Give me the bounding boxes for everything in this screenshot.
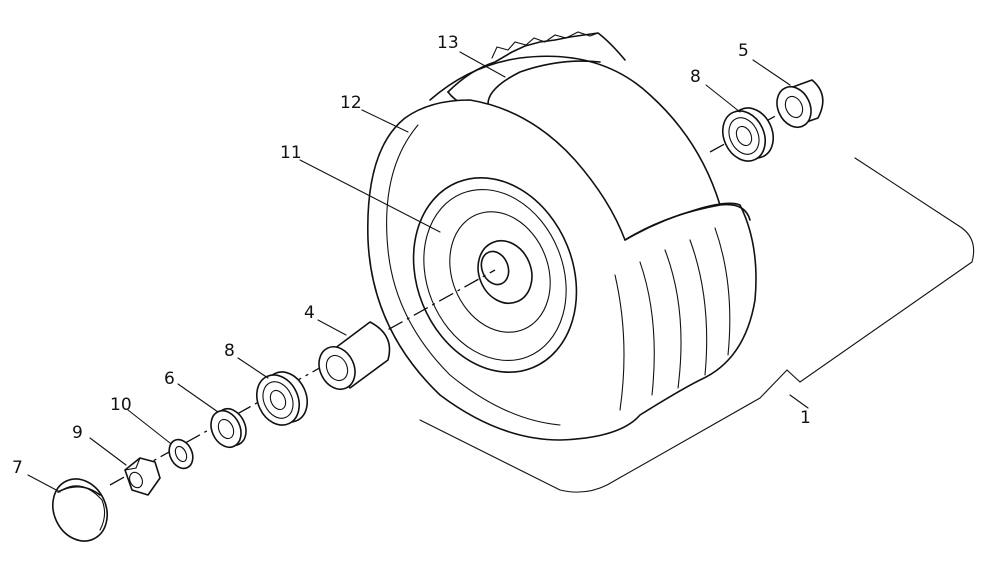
washer <box>210 407 247 449</box>
callout-5: 5 <box>738 41 749 61</box>
callout-13: 13 <box>437 33 459 53</box>
spacer-tube <box>318 321 391 390</box>
callout-4: 4 <box>304 303 315 323</box>
bearing-left <box>256 371 308 426</box>
callout-8-right: 8 <box>690 67 701 87</box>
callout-10: 10 <box>110 395 132 415</box>
callout-12: 12 <box>340 93 362 113</box>
callout-1: 1 <box>800 408 811 428</box>
flanged-bushing <box>776 79 824 128</box>
callout-8-left: 8 <box>224 341 235 361</box>
callout-7: 7 <box>12 458 23 478</box>
lock-washer <box>168 438 194 470</box>
bearing-right <box>722 107 774 162</box>
rim <box>412 176 578 374</box>
callout-9: 9 <box>72 423 83 443</box>
axis-line-rear <box>709 107 791 153</box>
hub-cap <box>52 478 108 542</box>
assembly-bracket <box>419 157 975 493</box>
callout-6: 6 <box>164 369 175 389</box>
callout-11: 11 <box>280 143 302 163</box>
leader-lines <box>27 51 809 493</box>
hex-nut <box>124 457 161 496</box>
